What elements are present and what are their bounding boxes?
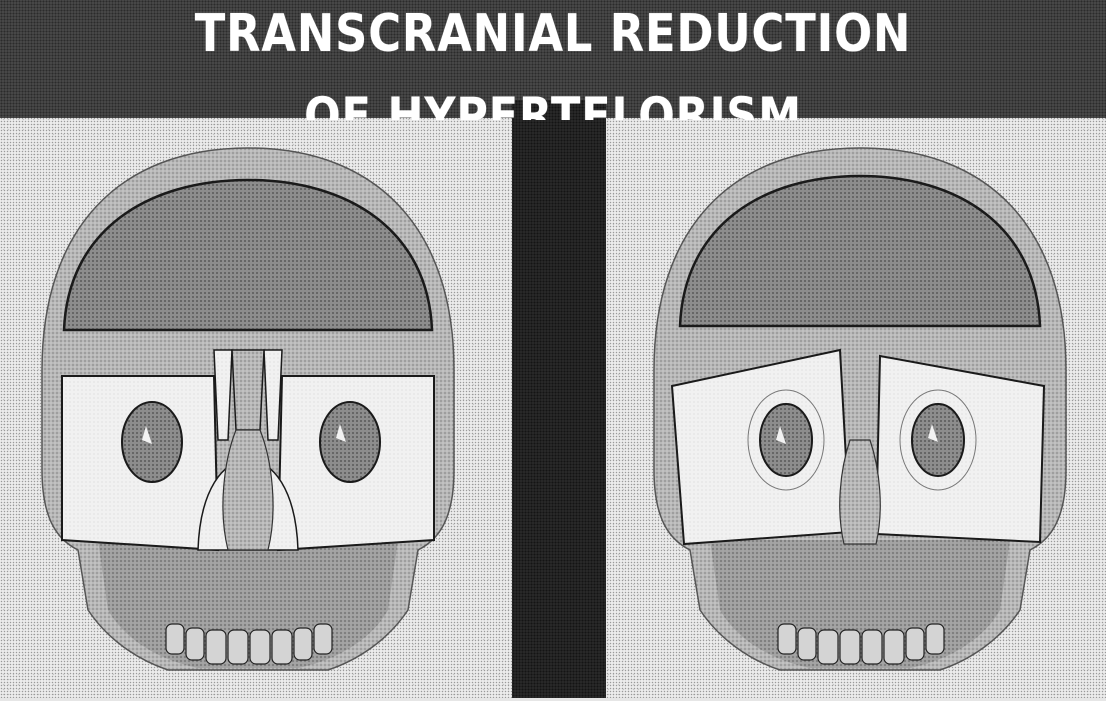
skull-illustration-after bbox=[640, 140, 1080, 701]
central-strip-right bbox=[264, 350, 282, 440]
skull-illustration-before bbox=[28, 140, 468, 701]
center-divider-bar bbox=[512, 100, 606, 698]
left-orbit bbox=[760, 404, 812, 476]
page-title-line-2: OF HYPERTELORISM bbox=[77, 86, 1028, 120]
right-orbit bbox=[912, 404, 964, 476]
left-orbit bbox=[122, 402, 182, 482]
nasal-strip bbox=[232, 350, 264, 430]
page-title: TRANSCRANIAL REDUCTION bbox=[77, 4, 1028, 64]
nasal-bone bbox=[223, 430, 273, 550]
central-strip-left bbox=[214, 350, 232, 440]
nasal-bone bbox=[840, 440, 881, 544]
right-orbit bbox=[320, 402, 380, 482]
